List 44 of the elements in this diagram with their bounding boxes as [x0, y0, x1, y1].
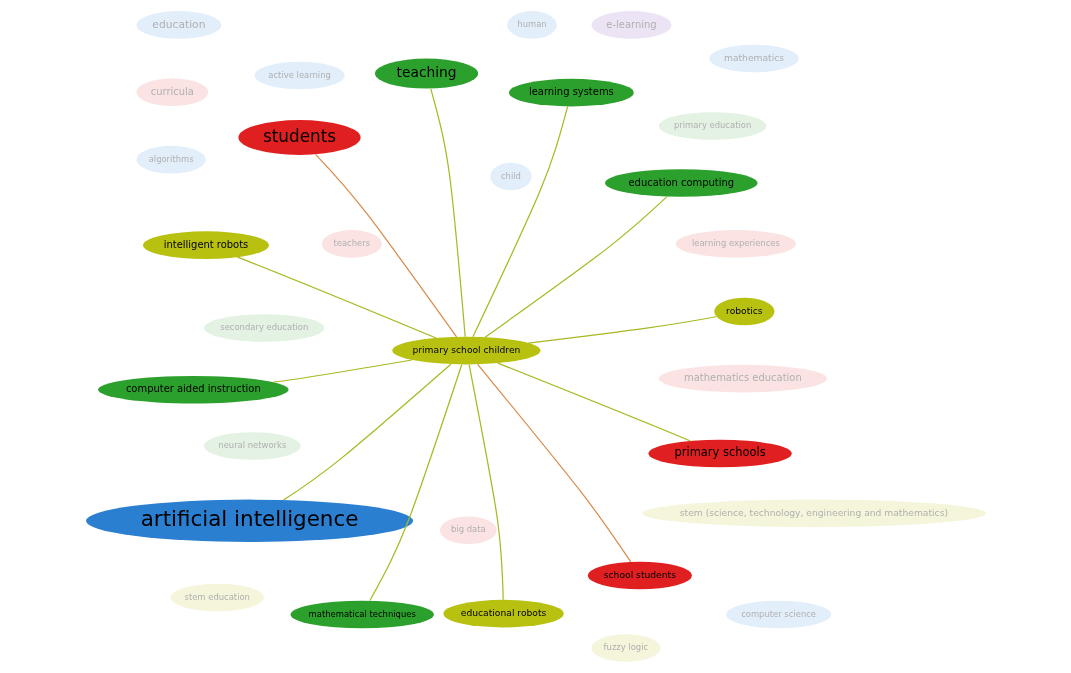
connector: [282, 363, 451, 501]
node-ellipse: big data: [439, 516, 497, 544]
node-ellipse: mathematical techniques: [290, 600, 434, 629]
node-ellipse: education: [135, 11, 221, 39]
node-ellipse: stem education: [169, 583, 264, 612]
node-ellipse: students: [237, 120, 361, 155]
node-ellipse: secondary education: [203, 314, 324, 342]
node-ellipse: artificial intelligence: [85, 499, 413, 542]
node-ellipse: neural networks: [203, 432, 301, 460]
node-ellipse: computer aided instruction: [97, 375, 289, 404]
connector: [527, 316, 717, 344]
connector: [471, 105, 568, 338]
connector: [484, 196, 667, 338]
connector: [496, 362, 691, 442]
node-ellipse: human: [506, 11, 557, 39]
node-ellipse: active learning: [254, 61, 345, 90]
node-ellipse: learning systems: [508, 78, 634, 107]
node-ellipse: intelligent robots: [142, 231, 269, 259]
node-ellipse: school students: [587, 561, 692, 590]
node-ellipse: stem (science, technology, engineering and mathematics): [641, 499, 986, 528]
connector: [468, 364, 504, 601]
connector: [272, 359, 412, 383]
node-ellipse: fuzzy logic: [590, 634, 660, 662]
connector: [429, 88, 466, 338]
node-ellipse: primary schools: [647, 439, 792, 468]
connector: [476, 363, 631, 563]
connector: [314, 153, 457, 338]
node-ellipse: educational robots: [442, 599, 564, 628]
node-ellipse: computer science: [725, 600, 831, 629]
node-ellipse: learning experiences: [675, 230, 796, 258]
node-ellipse: mathematics: [708, 44, 799, 73]
node-ellipse: primary education: [658, 112, 766, 140]
node-ellipse: teaching: [374, 58, 478, 89]
node-ellipse: robotics: [713, 297, 774, 326]
node-ellipse: primary school children: [391, 336, 540, 365]
node-ellipse: teachers: [321, 230, 382, 258]
node-ellipse: e-learning: [590, 11, 672, 39]
node-ellipse: education computing: [604, 169, 758, 197]
connector: [236, 256, 437, 339]
node-ellipse: algorithms: [136, 145, 206, 174]
node-ellipse: child: [489, 162, 532, 191]
node-ellipse: mathematics education: [658, 364, 827, 393]
connector: [368, 363, 462, 602]
node-ellipse: curricula: [135, 78, 208, 107]
